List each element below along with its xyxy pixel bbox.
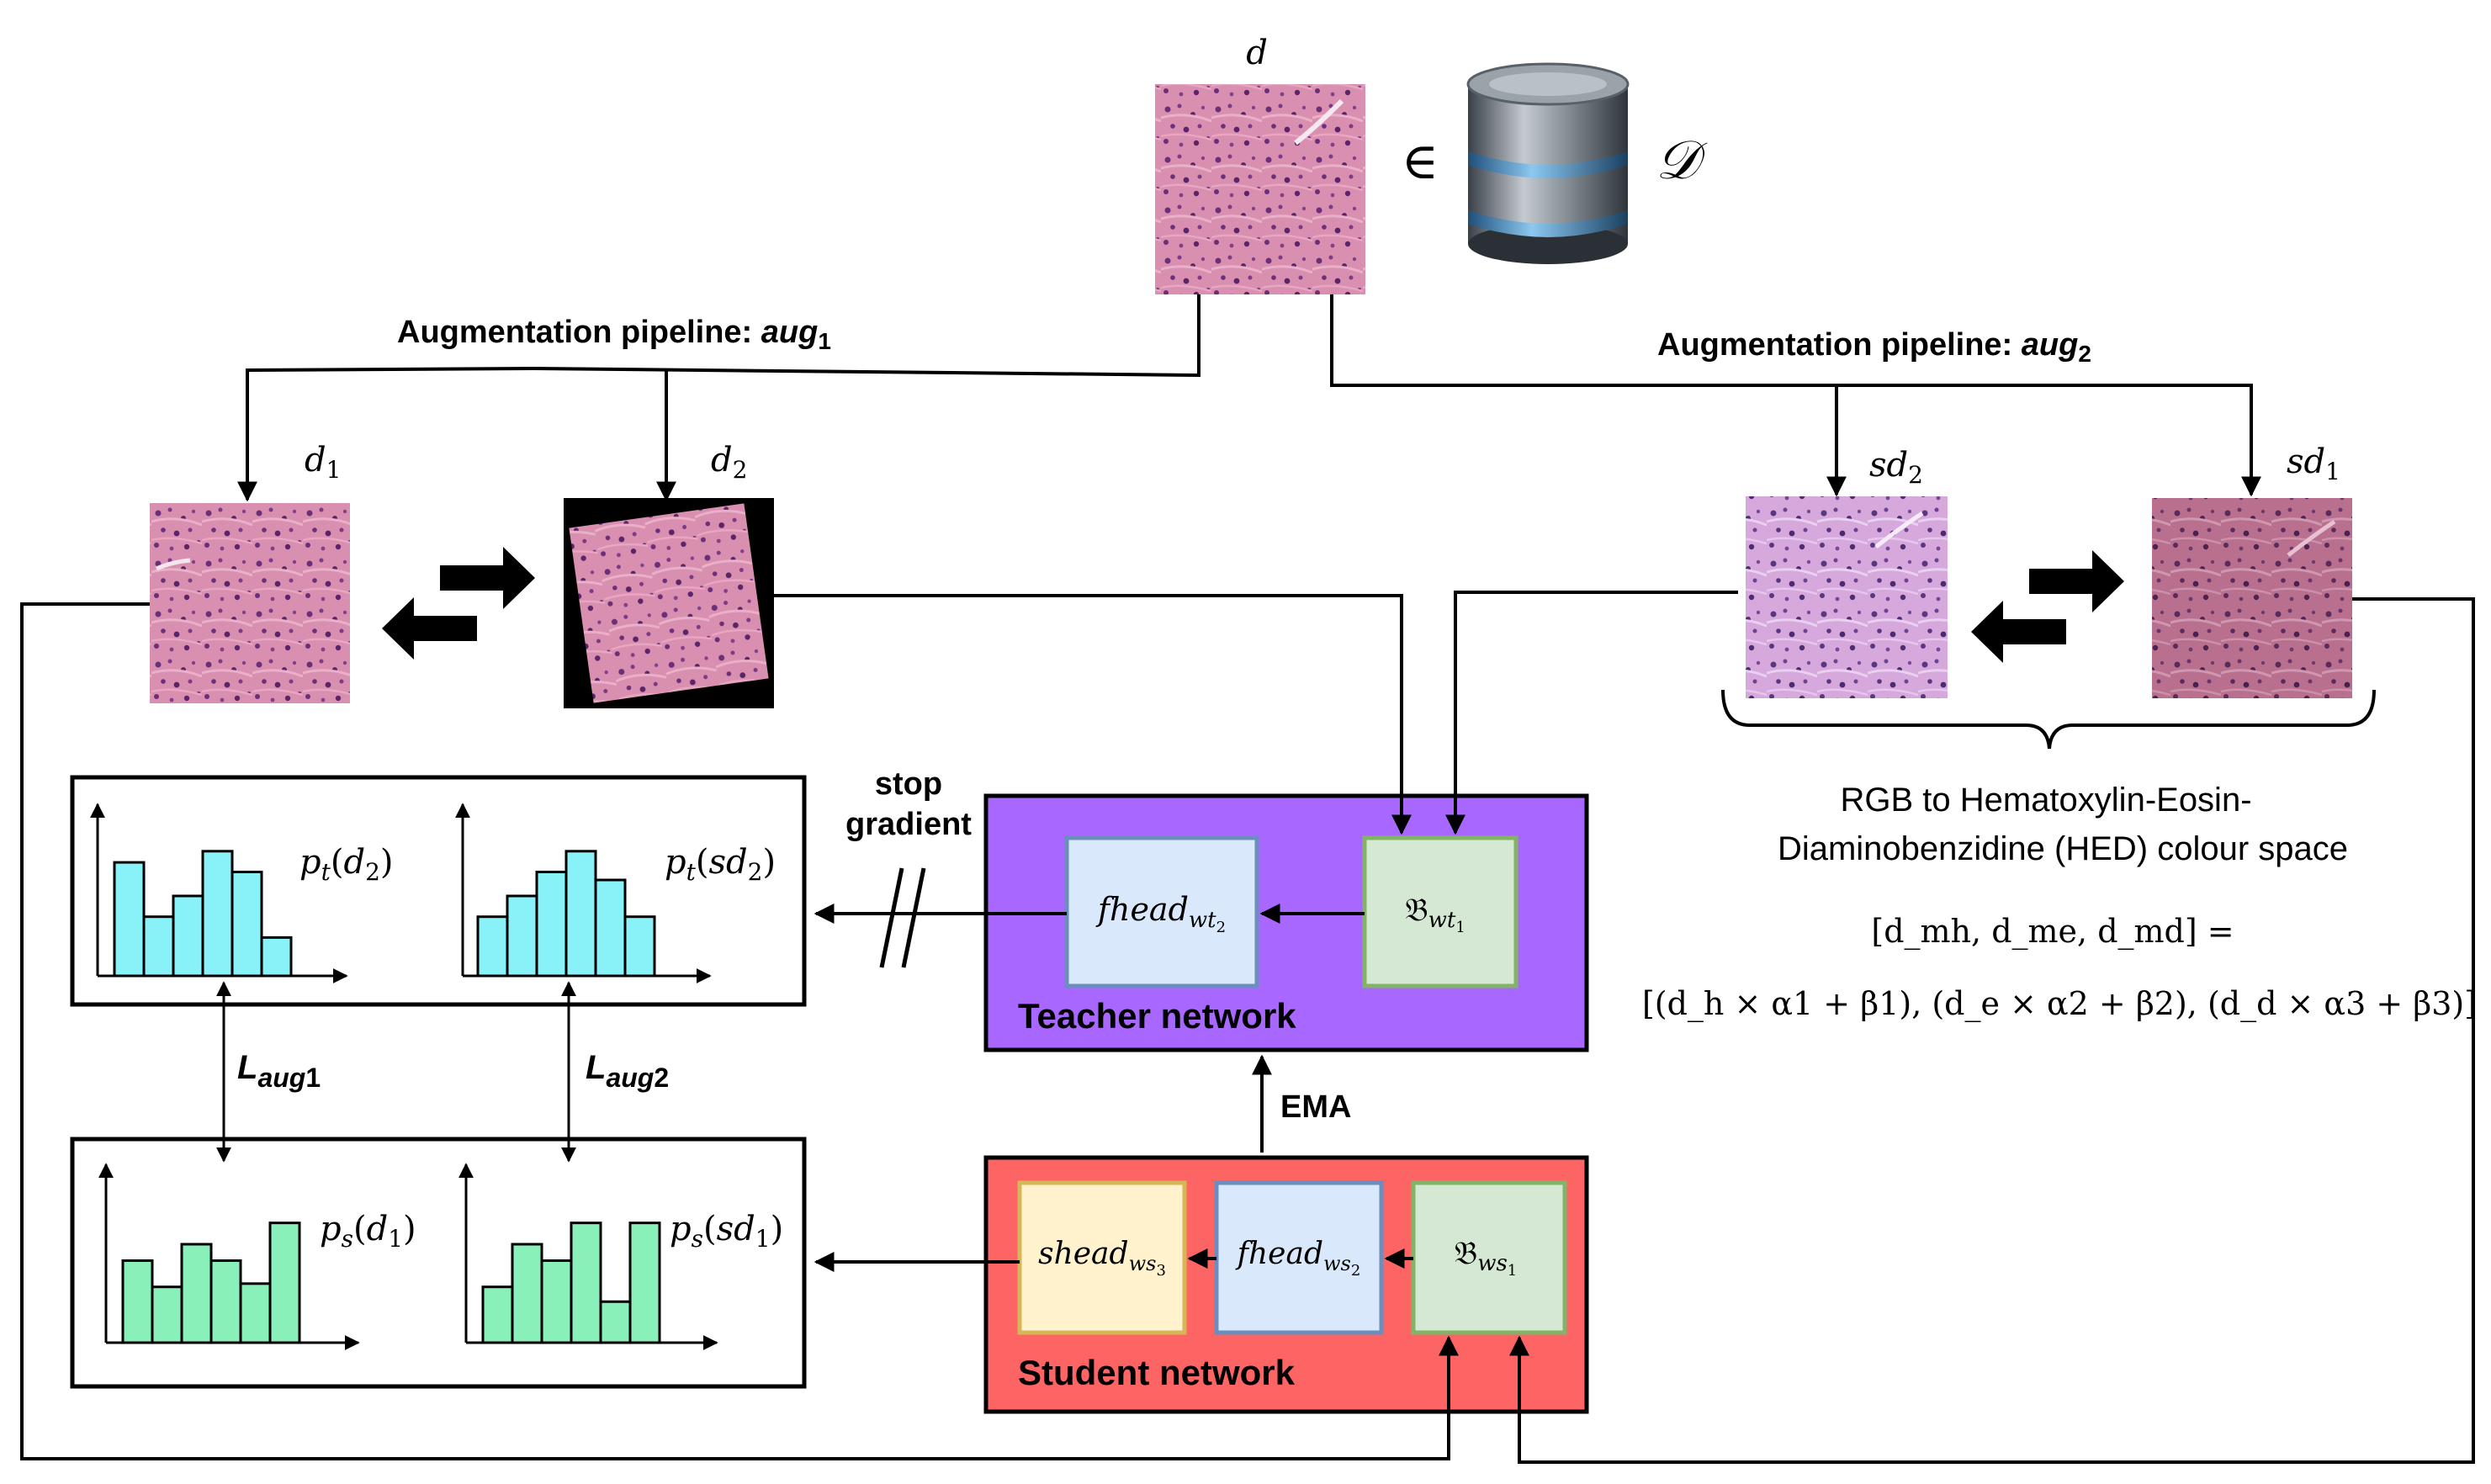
histogram-bar [239,1282,272,1344]
ps-sd1-label: ps(sd1) [670,1210,783,1253]
database-icon [1466,62,1630,264]
histogram-bar [209,1259,242,1344]
student-shead-block [1017,1180,1187,1335]
histogram-bar [260,935,293,978]
view-sd2-label: sd2 [1869,446,1923,489]
view-d1-label: d1 [305,441,341,484]
loss-aug1-label: Laug1 [237,1049,321,1093]
histogram-bar [180,1243,213,1344]
view-d2-label: d2 [711,441,747,484]
swap-arrows-left [382,547,535,660]
histogram-bar [623,915,656,978]
hed-formula-line2: [(d_h × α1 + β1), (d_e × α2 + β2), (d_d … [1642,985,2477,1023]
histogram-bar [113,861,146,978]
histogram-bar [231,871,263,978]
aug2-pipeline-label: Augmentation pipeline: aug2 [1657,327,2091,367]
hed-brace [1721,689,2376,750]
source-image [1155,84,1365,294]
d2-to-teacher-arrow [774,594,1412,835]
pt-sd2-label: pt(sd2) [665,843,776,886]
view-sd1-label: sd1 [2287,443,2340,485]
d1-to-student-arrow [20,602,1459,1460]
aug1-pipeline-label: Augmentation pipeline: aug1 [397,315,831,354]
histogram-pt-d2 [90,803,348,983]
ema-label: EMA [1280,1089,1351,1125]
student-shead-label: sheadws3 [1038,1237,1166,1280]
stop-gradient-marks [879,867,926,968]
source-image-vessel [1294,98,1344,146]
histogram-bar [594,878,627,978]
stop-gradient-label-line1: stop [875,766,942,802]
dataset-symbol: 𝒟 [1656,130,1708,192]
histogram-bar [268,1222,301,1344]
student-fhead-label: fheadws2 [1235,1237,1361,1280]
ps-d1-label: ps(d1) [320,1210,416,1253]
loss-aug2-label: Laug2 [586,1049,669,1093]
histogram-bar [570,1222,602,1344]
hed-description-line2: Diaminobenzidine (HED) colour space [1778,830,2348,867]
histogram-bar [535,871,568,978]
hed-formula-line1: [d_mh, d_me, d_md] = [1871,913,2234,951]
histogram-bar [151,1285,183,1344]
histogram-ps-sd1 [458,1163,718,1350]
stop-gradient-label-line2: gradient [845,807,972,842]
pt-d2-label: pt(d2) [299,843,394,886]
histogram-bar [599,1300,632,1344]
student-backbone-block [1411,1180,1567,1335]
view-sd2-image [1746,496,1948,698]
teacher-network-label: Teacher network [1018,996,1296,1036]
sd1-to-student-arrow [1509,597,2475,1464]
histogram-pt-sd2 [455,803,712,983]
histogram-bar [506,894,538,978]
source-image-label: d [1246,34,1268,72]
aug2-arrows [1330,294,2261,497]
sd2-to-teacher-arrow [1445,591,1738,835]
teacher-backbone-label: 𝔅wt1 [1405,891,1465,936]
histogram-bar [511,1243,543,1344]
swap-arrows-right [1971,550,2124,663]
aug1-arrows [237,294,1200,502]
student-network-label: Student network [1018,1353,1296,1392]
view-d2-image [569,503,769,703]
teacher-distribution-panel [70,775,807,1007]
teacher-fhead-block [1064,835,1259,988]
histogram-bar [476,915,509,978]
student-backbone-label: 𝔅ws1 [1455,1234,1518,1280]
histogram-bar [142,915,175,978]
histogram-bar [121,1259,154,1344]
histogram-bar [628,1222,661,1344]
histogram-bar [172,894,204,978]
histogram-bar [481,1285,514,1344]
teacher-fhead-label: fheadwt2 [1095,891,1226,936]
member-of-symbol: ∈ [1402,132,1439,191]
histogram-bar [201,850,234,978]
histogram-ps-d1 [98,1163,360,1350]
hed-description-line1: RGB to Hematoxylin-Eosin- [1840,782,2251,819]
histogram-bar [564,850,597,978]
view-d1-image [150,503,350,703]
histogram-bar [540,1259,573,1344]
student-fhead-block [1214,1180,1384,1335]
